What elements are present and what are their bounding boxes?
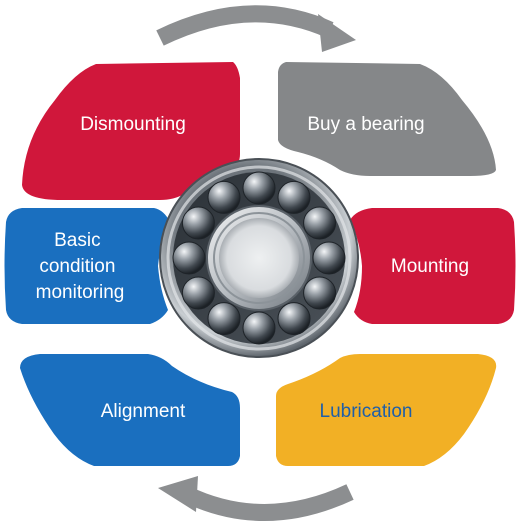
bearing-ball (181, 206, 215, 240)
bearing-outer-ring-highlight (166, 165, 352, 351)
monitoring-label-line-2: condition (39, 256, 115, 277)
segment-basic-condition-monitoring[interactable]: Basic condition monitoring (4, 208, 171, 324)
segment-alignment-shape (20, 354, 240, 466)
segment-mounting[interactable]: Mounting (350, 208, 516, 324)
segment-alignment[interactable]: Alignment (20, 354, 240, 466)
segment-mounting-shape (350, 208, 516, 324)
bottom-arrow-head-icon (158, 476, 198, 512)
bearing-ball (277, 302, 311, 336)
bottom-cycle-arrow (158, 476, 354, 521)
bearing-ball (242, 171, 276, 205)
bearing-ball (303, 206, 337, 240)
segment-buy-a-bearing[interactable]: Buy a bearing (278, 62, 496, 176)
segment-lubrication[interactable]: Lubrication (276, 354, 497, 466)
segment-dismounting-shape (22, 62, 240, 200)
segment-lubrication-label: Lubrication (320, 401, 413, 422)
segment-alignment-label: Alignment (101, 401, 186, 422)
bearing-ball (303, 276, 337, 310)
monitoring-label-line-3: monitoring (36, 282, 125, 303)
segment-buy-a-bearing-shape (278, 62, 496, 176)
monitoring-label-line-1: Basic (54, 230, 100, 251)
ball-bearing-icon (159, 158, 359, 358)
segment-basic-condition-monitoring-label: Basic condition monitoring (36, 230, 125, 303)
bearing-ball (207, 180, 241, 214)
top-cycle-arrow (156, 5, 356, 52)
bearing-ball (312, 241, 346, 275)
segment-dismounting-label: Dismounting (80, 114, 186, 135)
top-arrow-head-icon (318, 14, 356, 52)
bearing-ball (277, 180, 311, 214)
segment-basic-condition-monitoring-shape (4, 208, 170, 324)
bottom-arrow-arc (182, 484, 354, 521)
bearing-balls (172, 171, 346, 345)
segment-mounting-label: Mounting (391, 256, 469, 277)
bearing-inner-ring-edge (213, 212, 305, 304)
segment-buy-a-bearing-label: Buy a bearing (307, 114, 424, 135)
segment-lubrication-shape (276, 354, 497, 466)
segment-dismounting[interactable]: Dismounting (22, 62, 240, 200)
bearing-ball (172, 241, 206, 275)
bearing-ball (207, 302, 241, 336)
bearing-ball (242, 311, 276, 345)
bearing-bore (219, 218, 299, 298)
top-arrow-arc (156, 5, 334, 46)
bearing-ball (181, 276, 215, 310)
